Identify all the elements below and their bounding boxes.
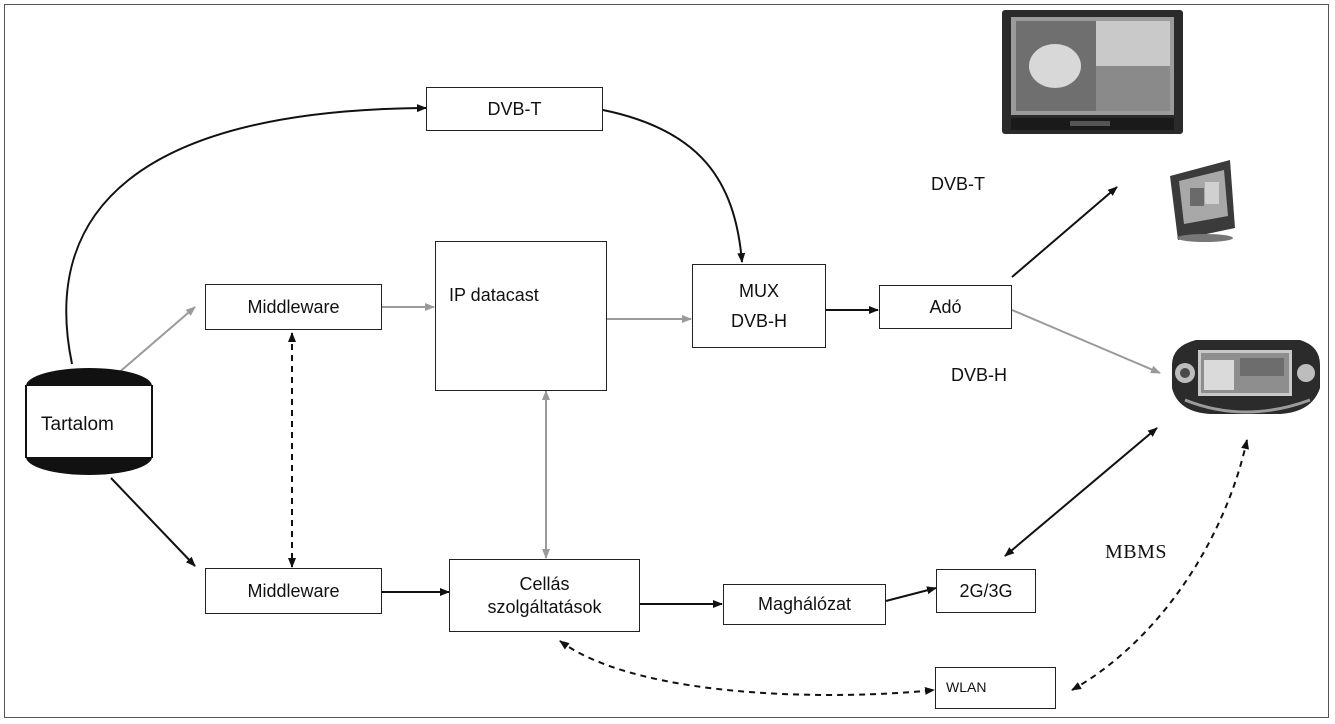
cellas-box: Cellás szolgáltatások	[449, 559, 640, 632]
tartalom-cylinder	[25, 368, 153, 475]
arrow-cellas-wlan	[559, 640, 935, 696]
dvbt-channel-label: DVB-T	[931, 174, 985, 194]
arrow-ado-tablet	[1011, 186, 1118, 278]
arrow-wlan-phone	[1071, 439, 1249, 691]
mbms-label: MBMS	[1105, 541, 1168, 563]
middleware-bottom-label: Middleware	[247, 580, 340, 601]
mux-box: MUX DVB-H	[692, 264, 826, 348]
handheld-tv-icon	[1170, 160, 1235, 242]
arrow-tartalom-middleware-top	[115, 306, 196, 376]
arrow-tartalom-middleware-bottom	[110, 477, 196, 567]
ip-datacast-label: IP datacast	[449, 285, 539, 305]
television-icon	[1002, 10, 1183, 134]
wlan-label: WLAN	[946, 679, 987, 696]
network-2g3g-label: 2G/3G	[959, 580, 1013, 601]
arrow-dvbt-mux	[602, 109, 746, 263]
mux-label: MUX	[739, 280, 779, 301]
dvbt-box: DVB-T	[426, 87, 603, 131]
wlan-box: WLAN	[935, 667, 1056, 709]
cellas-label-line1: Cellás	[519, 574, 570, 594]
middleware-top-label: Middleware	[247, 296, 340, 317]
dvbh-channel-label: DVB-H	[951, 365, 1008, 385]
diagram-frame	[4, 4, 1329, 718]
maghalozat-label: Maghálózat	[757, 594, 852, 615]
ado-label: Adó	[929, 296, 962, 317]
arrow-2g3g-phone	[1004, 427, 1158, 557]
middleware-top-box: Middleware	[205, 284, 382, 330]
maghalozat-box: Maghálózat	[723, 584, 886, 625]
arrow-ado-phone	[1011, 309, 1161, 374]
ip-datacast-box: IP datacast	[435, 241, 607, 391]
dvbt-box-label: DVB-T	[487, 98, 542, 119]
arrow-tartalom-dvbt	[65, 104, 427, 365]
arrow-maghalozat-2g3g	[885, 586, 937, 602]
cellas-label-line2: szolgáltatások	[487, 596, 602, 617]
mobile-tv-device-icon	[1172, 340, 1320, 414]
middleware-bottom-box: Middleware	[205, 568, 382, 614]
ado-box: Adó	[879, 285, 1012, 329]
mux-dvbh-label: DVB-H	[730, 311, 787, 331]
network-2g3g-box: 2G/3G	[936, 569, 1036, 613]
tartalom-label: Tartalom	[41, 414, 114, 435]
